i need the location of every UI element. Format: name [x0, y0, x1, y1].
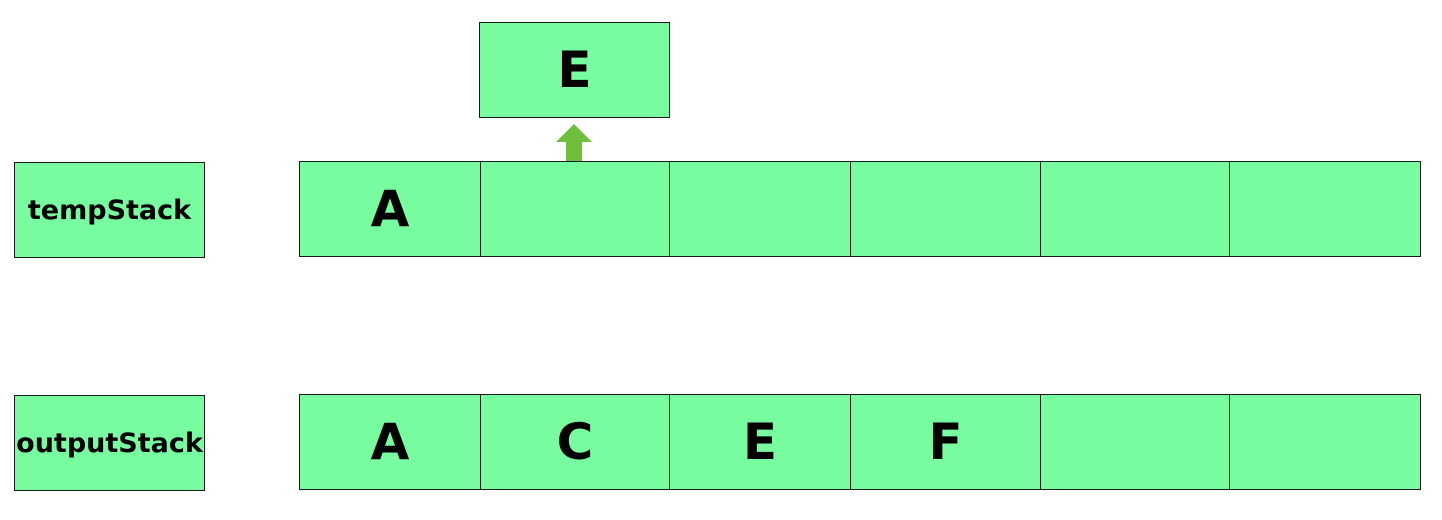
output-stack-cell: F — [850, 394, 1041, 490]
output-stack-label: outputStack — [16, 427, 203, 459]
arrow-up-icon — [556, 124, 592, 164]
output-stack-cell — [1040, 394, 1230, 490]
temp-stack-label: tempStack — [27, 194, 192, 226]
temp-stack-cell — [1229, 161, 1421, 257]
cell-value: E — [742, 413, 778, 471]
cell-value: A — [370, 180, 410, 238]
output-stack-cell: C — [480, 394, 670, 490]
popped-element-box: E — [479, 22, 670, 118]
temp-stack-row: A — [299, 161, 1421, 257]
output-stack-cell — [1229, 394, 1421, 490]
temp-stack-cell — [850, 161, 1041, 257]
cell-value: C — [556, 413, 594, 471]
output-stack-cell: A — [299, 394, 481, 490]
cell-value: F — [928, 413, 963, 471]
output-stack-label-box: outputStack — [14, 395, 205, 491]
popped-element-label: E — [557, 41, 592, 99]
temp-stack-cell — [669, 161, 851, 257]
temp-stack-cell: A — [299, 161, 481, 257]
temp-stack-cell — [1040, 161, 1230, 257]
temp-stack-label-box: tempStack — [14, 162, 205, 258]
temp-stack-cell — [480, 161, 670, 257]
output-stack-cell: E — [669, 394, 851, 490]
cell-value: A — [370, 413, 410, 471]
output-stack-row: A C E F — [299, 394, 1421, 490]
